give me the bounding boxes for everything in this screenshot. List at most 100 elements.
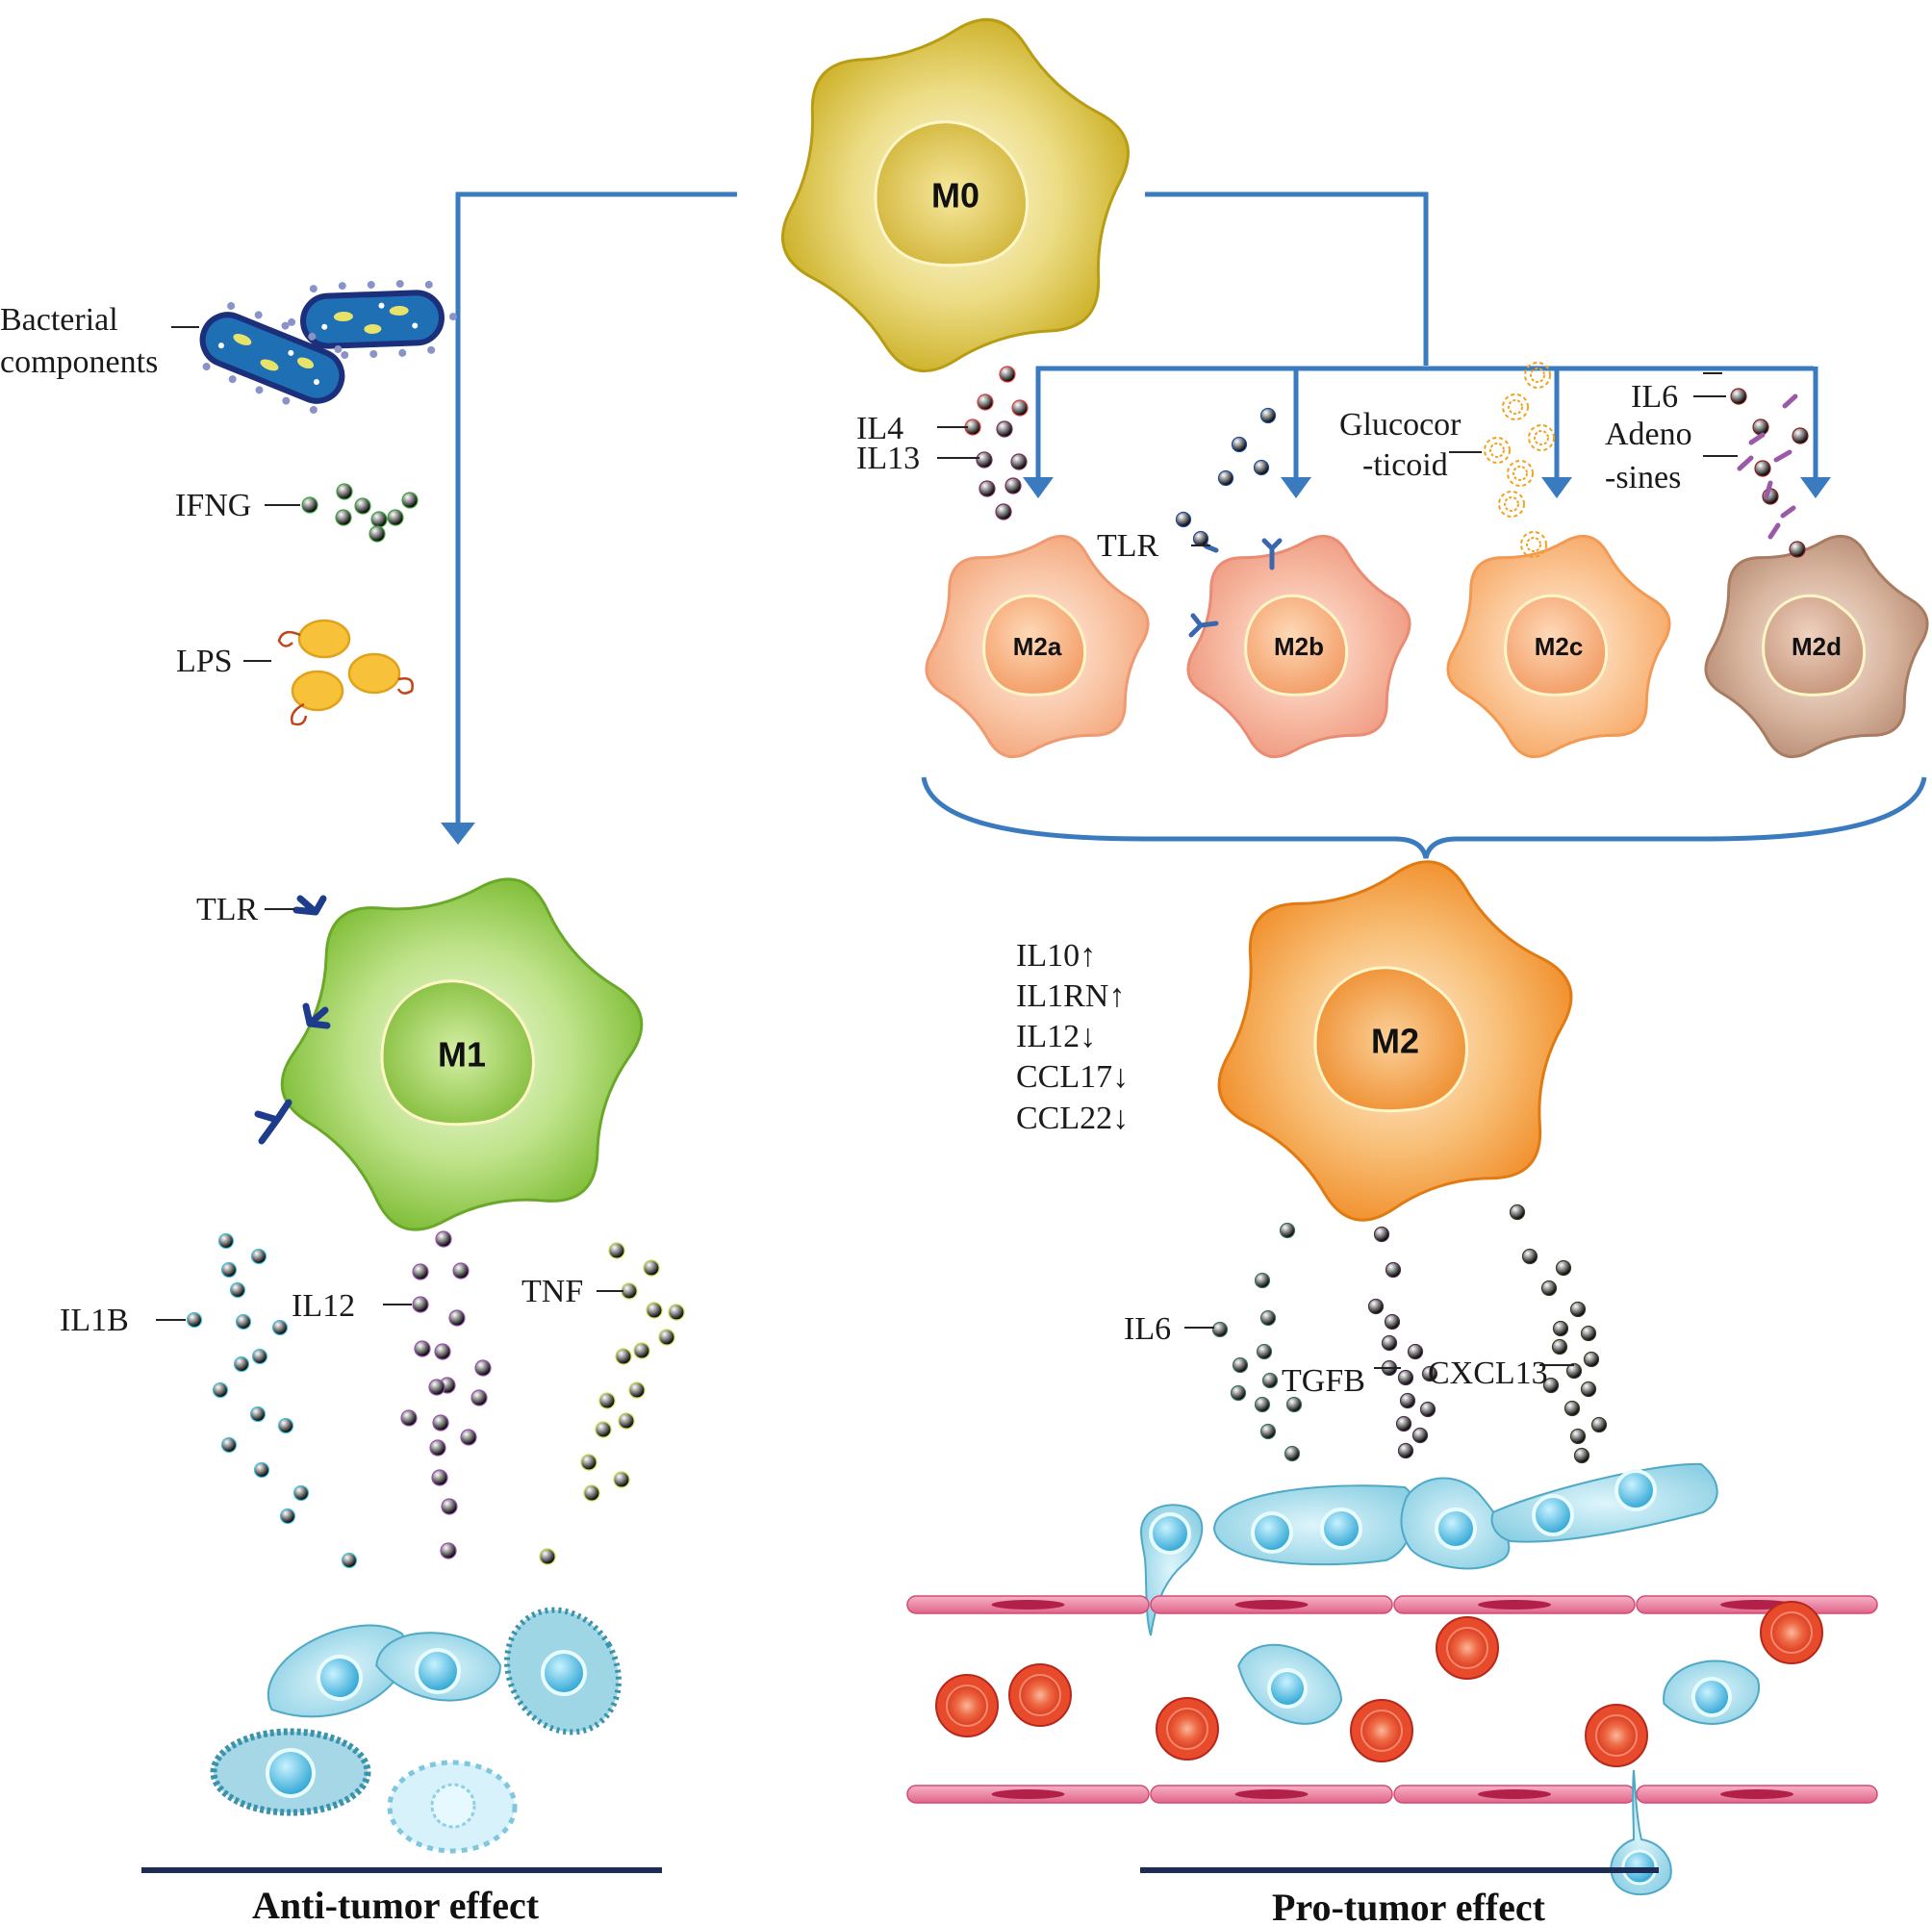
- m2-il6-particle: [1259, 1309, 1277, 1327]
- m2b-stimulus-particle: [1253, 459, 1270, 476]
- cxcl13-particle: [1573, 1447, 1590, 1464]
- il4-particle: [999, 366, 1016, 383]
- tumor-cell-nucleus: [541, 1650, 587, 1696]
- il4-particle: [977, 393, 994, 411]
- cxcl13-particle: [1509, 1204, 1526, 1221]
- m2c-nucleus: [1504, 594, 1609, 697]
- tumor-cell-nucleus: [266, 1748, 316, 1798]
- il12-particle: [435, 1230, 452, 1248]
- tgfb-particle: [1384, 1313, 1401, 1330]
- circulating-tumor-cell: [1237, 1643, 1343, 1725]
- tnf-particle: [658, 1329, 675, 1346]
- tgfb-particle: [1397, 1442, 1414, 1459]
- tgfb-particle: [1373, 1226, 1390, 1243]
- il12-particle: [440, 1542, 457, 1559]
- il1b-particle: [217, 1232, 235, 1250]
- m1-nucleus: [380, 979, 535, 1127]
- glucocorticoid-label-line2: -ticoid: [1362, 447, 1448, 483]
- m2-profile-il12: IL12↓: [1016, 1019, 1096, 1054]
- il1b-particle: [250, 1248, 267, 1265]
- il12-particle: [470, 1389, 488, 1406]
- il6-stimulus-particle: [1752, 418, 1769, 436]
- il6-stimulus-particle: [1730, 388, 1747, 405]
- tgfb-particle: [1421, 1365, 1438, 1382]
- m2-il6-particle: [1261, 1372, 1279, 1389]
- red-blood-cell: [1760, 1601, 1823, 1664]
- anti-tumor-effect-label: Anti-tumor effect: [252, 1884, 540, 1926]
- tgfb-particle: [1397, 1369, 1414, 1386]
- tumor-cell-nucleus: [1435, 1508, 1477, 1550]
- tumor-cell-nucleus: [1614, 1469, 1657, 1511]
- il1b-particle: [229, 1281, 246, 1299]
- m2d-nucleus: [1762, 594, 1867, 697]
- m2a-label: M2a: [1013, 632, 1062, 661]
- cxcl13-label: CXCL13: [1428, 1356, 1548, 1391]
- tnf-particle: [595, 1421, 612, 1438]
- vessel-wall-bottom: [906, 1785, 1878, 1804]
- m2-macrophage: M2: [1217, 860, 1573, 1222]
- cxcl13-particle: [1583, 1351, 1600, 1368]
- glucocorticoid-icon: [1484, 362, 1555, 558]
- m2-subtypes-brace: [921, 776, 1927, 859]
- bacteria-icon: [199, 279, 457, 415]
- il6-stimulus-label: IL6: [1631, 379, 1678, 415]
- cxcl13-particle: [1569, 1428, 1587, 1445]
- m2c-label: M2c: [1535, 632, 1584, 661]
- tnf-particle: [615, 1348, 632, 1365]
- tnf-particle: [580, 1454, 597, 1471]
- il12-particle: [431, 1469, 448, 1486]
- il13-particle: [1004, 477, 1022, 494]
- m2c-macrophage: M2c: [1446, 534, 1671, 759]
- cxcl13-particle: [1555, 1259, 1572, 1277]
- il12-particle: [428, 1379, 445, 1396]
- m2-il6-particle: [1279, 1222, 1296, 1239]
- m2-il6-particle: [1211, 1321, 1229, 1338]
- il1b-particle: [249, 1406, 267, 1423]
- tnf-particle: [621, 1282, 638, 1300]
- cxcl13-particle: [1590, 1416, 1608, 1433]
- tgfb-particle: [1367, 1298, 1385, 1315]
- bacterial-label-line1: Bacterial: [0, 302, 118, 338]
- il13-particle: [976, 451, 993, 469]
- m2b-tlr-label: TLR: [1097, 528, 1159, 564]
- text-labels: Bacterial components IFNG LPS TLR IL1B I…: [0, 302, 1692, 1926]
- m0-nucleus: [874, 120, 1029, 267]
- il12-particle: [400, 1409, 418, 1427]
- tgfb-particle: [1407, 1343, 1424, 1360]
- m2a-nucleus: [982, 594, 1087, 697]
- glucocorticoid-label-line1: Glucocor: [1339, 407, 1462, 443]
- vessel-wall-top: [906, 1595, 1878, 1614]
- il12-particle: [452, 1262, 470, 1280]
- il1b-particle: [235, 1313, 252, 1330]
- tgfb-particle: [1419, 1401, 1436, 1418]
- label-leaders: [156, 326, 1738, 1369]
- tumor-cell: [375, 1632, 501, 1702]
- cxcl13-particle: [1580, 1381, 1597, 1398]
- il4-label: IL4: [856, 411, 903, 446]
- tgfb-particle: [1399, 1392, 1416, 1409]
- tnf-particle: [613, 1471, 630, 1488]
- il12-label: IL12: [292, 1288, 355, 1324]
- m2b-nucleus: [1244, 594, 1349, 697]
- m2a-macrophage: M2a: [925, 534, 1150, 759]
- m2-il6-particle: [1259, 1423, 1277, 1440]
- il1b-particle: [292, 1484, 310, 1502]
- il12-particle: [414, 1340, 431, 1357]
- m0-to-m1-line: [455, 191, 737, 825]
- il6-stimulus-particle: [1754, 460, 1771, 477]
- tumor-cell-nucleus: [1149, 1512, 1191, 1555]
- m2b-tlr-receptor-icon: [1261, 538, 1283, 570]
- il1b-particle: [251, 1348, 268, 1365]
- il1b-particle: [279, 1508, 296, 1525]
- m2a-arrowhead: [1023, 477, 1054, 498]
- m2b-stimulus-particle: [1192, 530, 1209, 547]
- il1b-particle: [212, 1381, 229, 1399]
- tgfb-label: TGFB: [1282, 1363, 1365, 1399]
- lysed-tumor-cell: [387, 1760, 518, 1854]
- m1-tlr-receptor-icon: [302, 1002, 331, 1029]
- m0-macrophage: M0: [781, 17, 1130, 373]
- lps-icon: [277, 619, 414, 726]
- il12-particle: [474, 1359, 492, 1377]
- m2-il6-particle: [1254, 1396, 1271, 1413]
- m2b-stimulus-particle: [1259, 407, 1277, 424]
